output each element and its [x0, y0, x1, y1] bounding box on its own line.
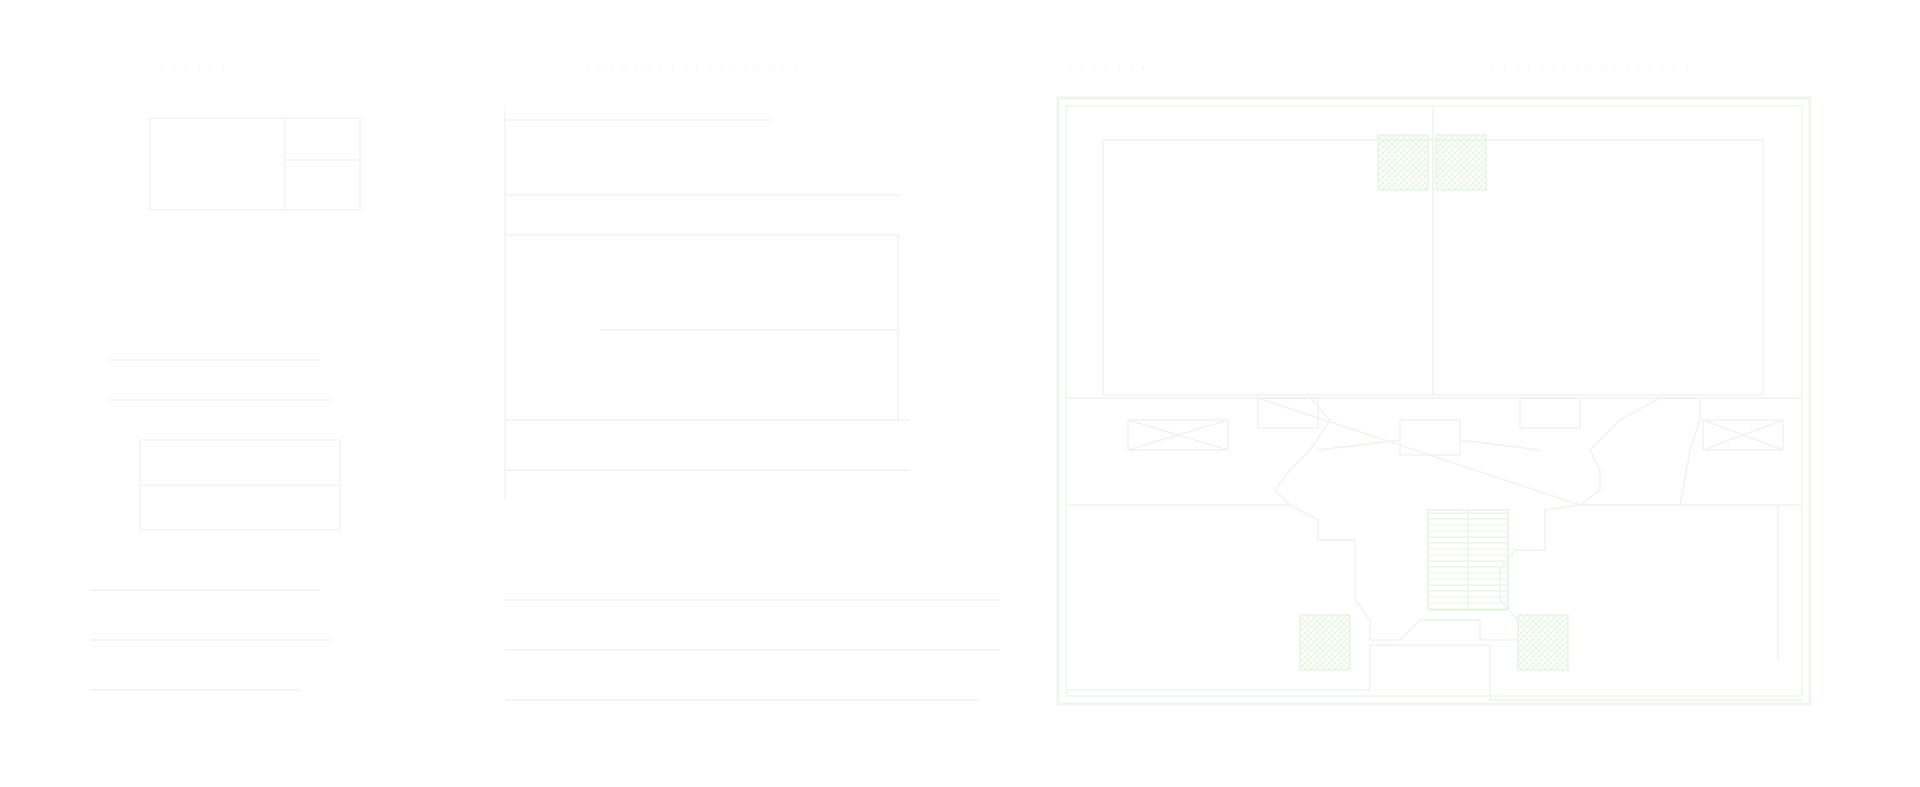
cross-box-icon: [1127, 419, 1229, 451]
floor-plan: [1056, 96, 1812, 706]
plan-inner-border: [1065, 105, 1803, 697]
hatch-block-icon: [1299, 614, 1351, 671]
hatch-block-icon: [1377, 134, 1429, 191]
heading-detail: · · · · · · · · · · · · · · · · ·: [1490, 58, 1691, 77]
legend-box: [149, 117, 361, 211]
cross-box-icon: [1702, 419, 1784, 451]
heading-legend: · · · · · ·: [160, 58, 227, 77]
plan-outer-border: [1056, 96, 1812, 706]
heading-section: · · · · · · · · · · · · · · · · · ·: [585, 58, 799, 77]
hatch-block-icon: [1517, 614, 1569, 671]
left-faint-drawing: [90, 117, 361, 691]
central-core: [1257, 397, 1701, 641]
room-upper-right: [1432, 139, 1764, 396]
hatch-block-icon: [1435, 134, 1487, 191]
section-faint-drawing: [504, 110, 1000, 701]
heading-plan: · · · · · · ·: [1068, 58, 1148, 77]
